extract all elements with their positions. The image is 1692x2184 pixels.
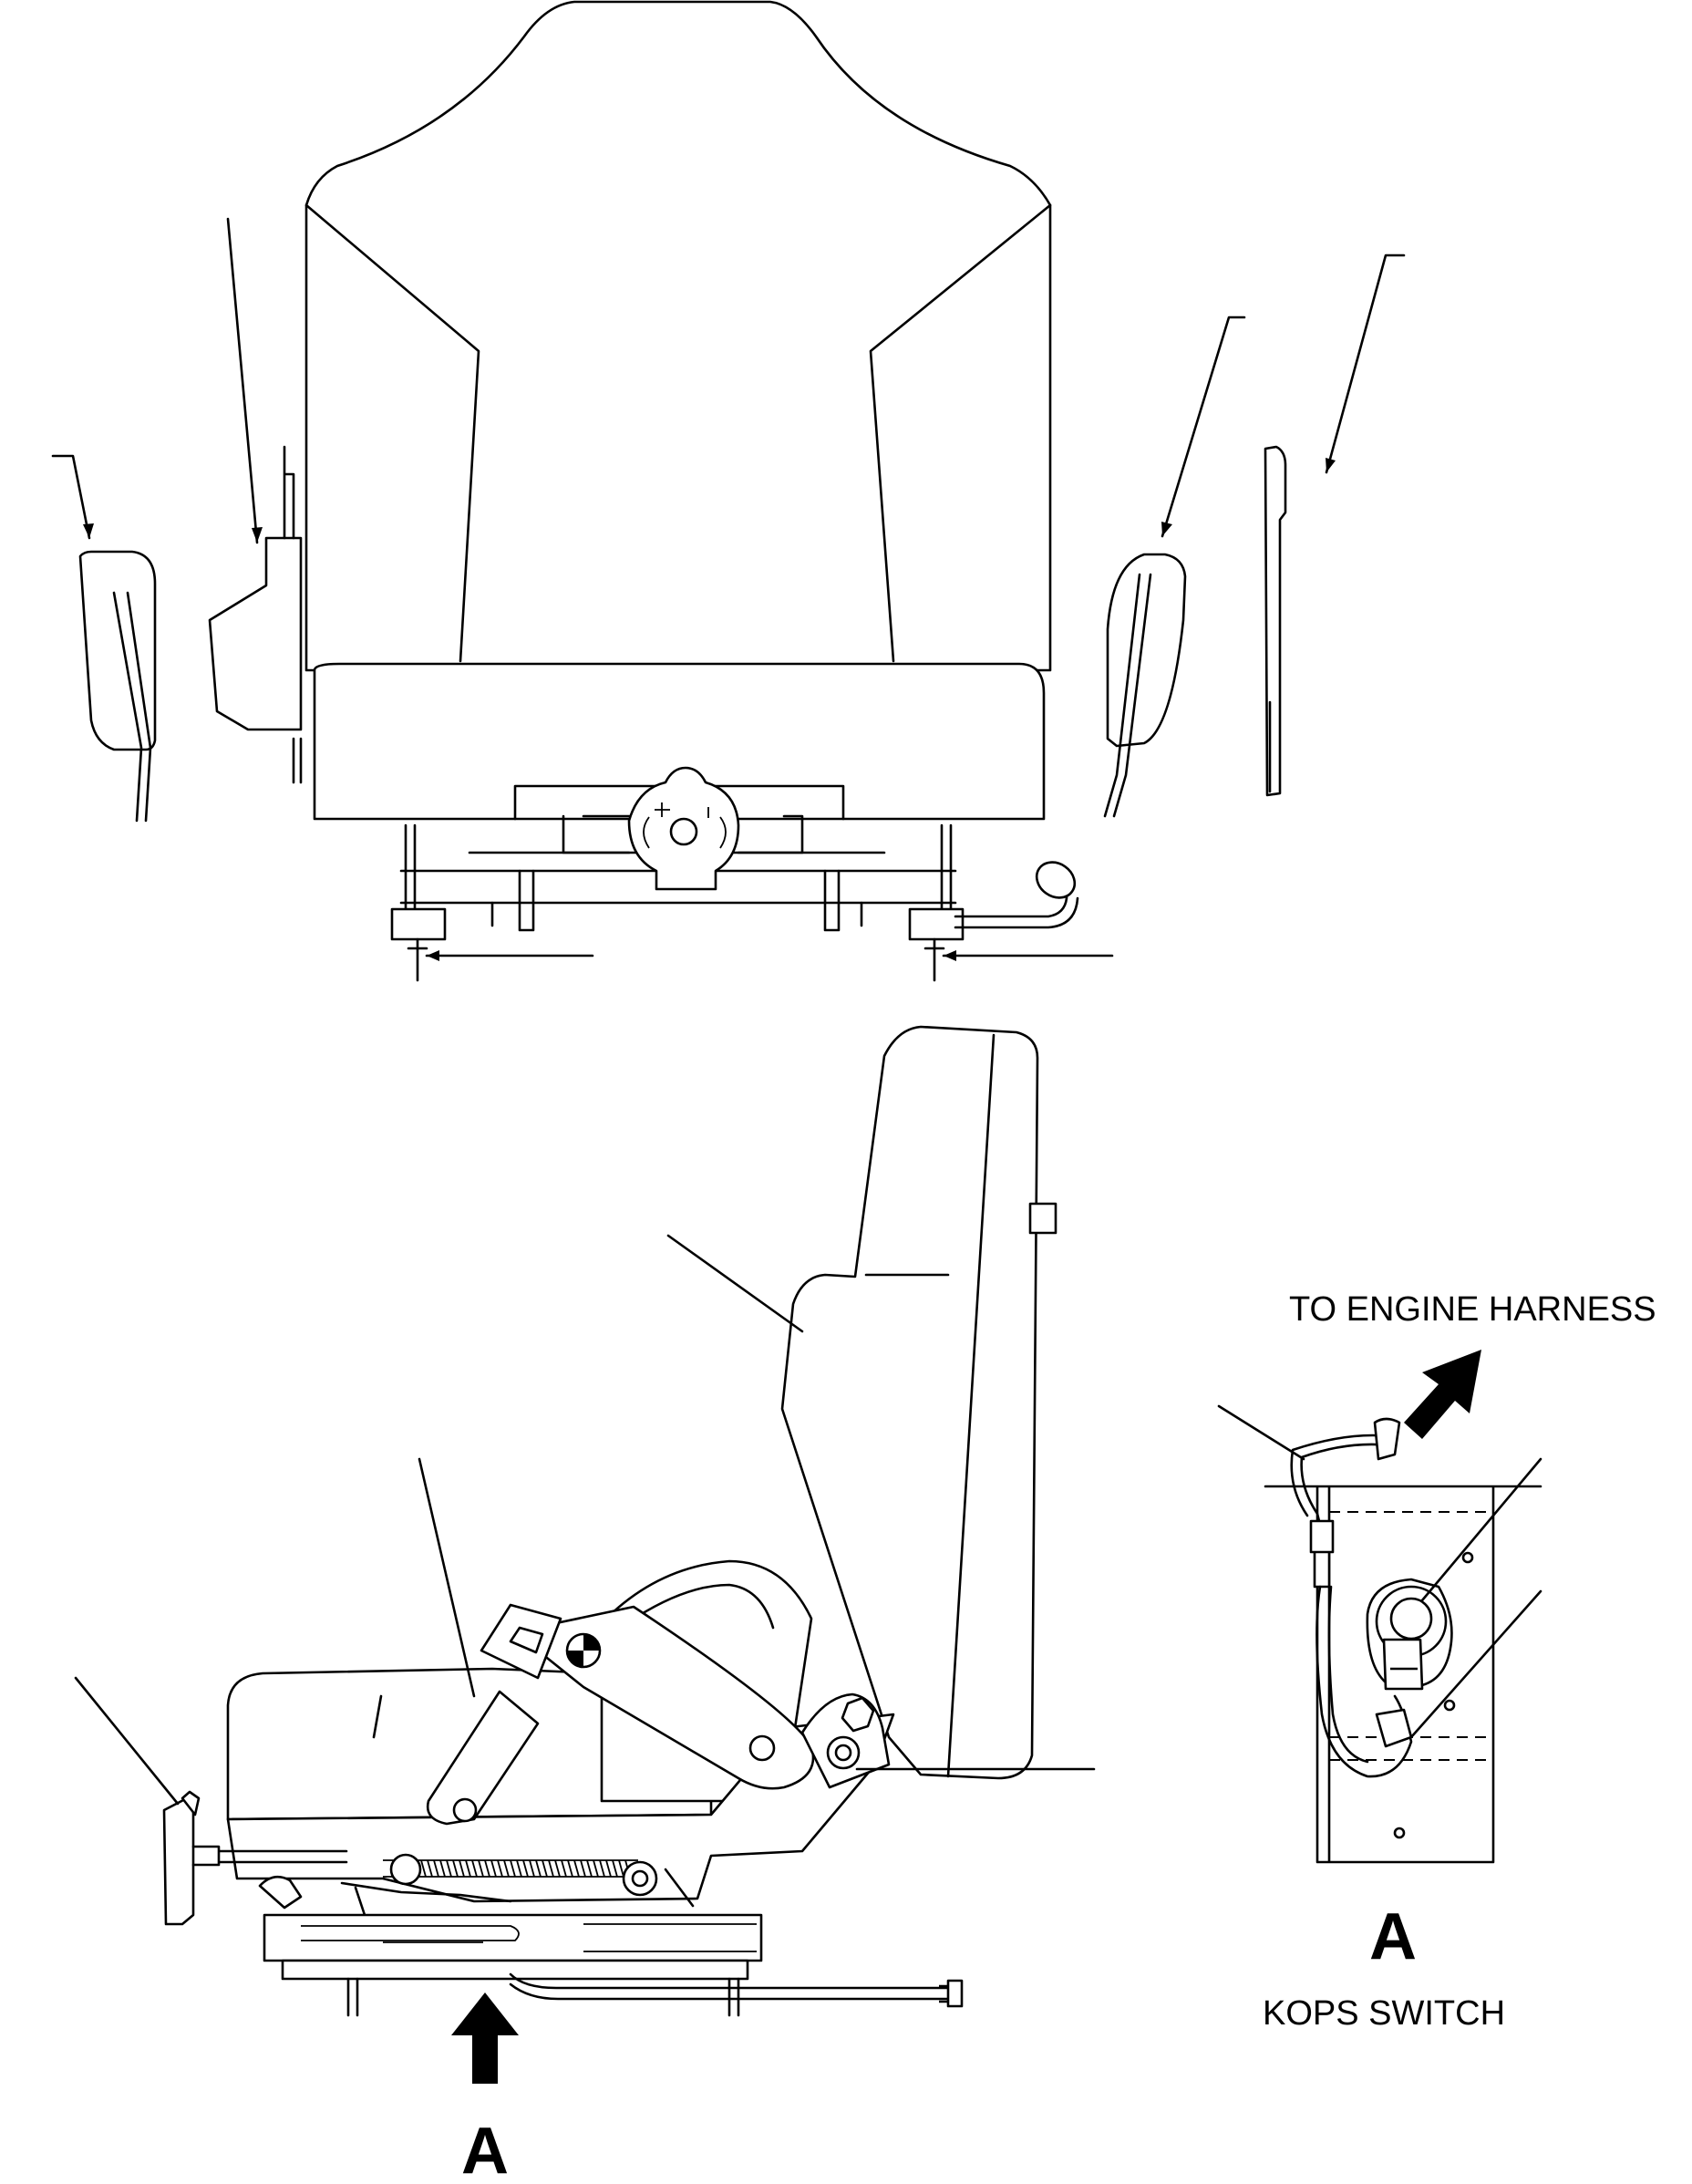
- kops-lead-boot: [1375, 1708, 1413, 1748]
- detail-plate-hole-bottom: [1393, 1827, 1406, 1839]
- side-kops-harness: [509, 1972, 950, 2001]
- detail-leader-lines: [1217, 1404, 1542, 1739]
- left-bracket-tab: [283, 445, 303, 784]
- right-side-panel: [1264, 445, 1287, 797]
- front-lever-grip: [1035, 861, 1077, 899]
- side-leader-lines: [74, 1234, 1096, 1806]
- side-front-knob-cap: [181, 1790, 201, 1817]
- view-arrow-a-letter: A: [461, 2115, 509, 2184]
- kops-switch-dial-inner: [1389, 1597, 1433, 1641]
- front-frame-brackets: [490, 869, 863, 932]
- front-knob-hub: [669, 817, 698, 846]
- front-backrest: [304, 0, 1052, 672]
- side-retractor-slot: [509, 1626, 544, 1654]
- view-arrow-a: [451, 1993, 519, 2084]
- kops-connector: [1309, 1519, 1335, 1589]
- side-hinge-nut: [841, 1696, 875, 1733]
- backrest-right-panel-seam: [869, 203, 1052, 663]
- to-engine-harness-arrow: [1404, 1350, 1481, 1439]
- kops-switch-plunger: [1382, 1638, 1424, 1691]
- to-engine-harness-label: TO ENGINE HARNESS: [1289, 1290, 1656, 1329]
- side-front-knob: [162, 1796, 195, 1926]
- side-slide-rail-upper: [263, 1913, 763, 1962]
- kops-harness-wire: [1290, 1434, 1392, 1534]
- kops-switch-detail: TO ENGINE HARNESS A KOPS SWITCH: [1217, 1290, 1656, 2033]
- right-armrest: [1106, 553, 1187, 748]
- right-armrest-bracket: [1103, 573, 1152, 818]
- front-knob-bracket: [562, 814, 804, 854]
- side-belt-anchor: [452, 1797, 478, 1823]
- side-backrest-seam: [864, 1033, 996, 1778]
- side-knob-shaft: [191, 1845, 348, 1867]
- side-spring-roller-left: [389, 1853, 422, 1886]
- detail-a-caption: KOPS SWITCH: [1263, 1994, 1505, 2033]
- side-tilt-housing-inner: [625, 1583, 775, 1630]
- detail-plate-hole-mid: [1443, 1699, 1456, 1712]
- side-backrest: [780, 1025, 1039, 1780]
- side-rail-studs: [346, 1977, 740, 2017]
- side-slide-rail-lower: [281, 1959, 749, 1981]
- front-slide-mount-left: [390, 907, 447, 941]
- side-rail-details: [301, 1923, 757, 1952]
- side-cushion-seam: [372, 1694, 383, 1739]
- backrest-left-panel-seam: [304, 203, 480, 663]
- front-slide-lever: [954, 887, 1079, 929]
- detail-plate-hole-top: [1461, 1551, 1474, 1564]
- front-slide-mount-right: [908, 907, 965, 941]
- detail-a-letter: A: [1369, 1900, 1417, 1973]
- left-armrest-bracket: [112, 591, 152, 823]
- front-seat-cushion: [313, 662, 1046, 821]
- front-mount-studs: [407, 937, 945, 982]
- side-hinge-pin-inner: [834, 1744, 852, 1762]
- front-leader-lines: [51, 217, 1406, 957]
- side-view: A: [74, 1025, 1096, 2184]
- left-seat-lever-bracket: [208, 536, 303, 731]
- side-belt-retractor: [480, 1603, 562, 1680]
- front-knob-marks: [643, 802, 727, 849]
- side-handle: [258, 1875, 303, 1910]
- side-backrest-tab: [1028, 1202, 1058, 1235]
- side-lower-linkage: [340, 1868, 695, 1917]
- side-harness-connector: [939, 1979, 964, 2008]
- side-indicator-dial-quarters: [567, 1634, 600, 1667]
- left-armrest: [78, 550, 157, 751]
- side-pivot-bolt: [748, 1734, 776, 1762]
- front-view: [51, 0, 1406, 982]
- side-spring-roller-right-hub: [631, 1869, 649, 1888]
- kops-wire-stub: [1373, 1417, 1401, 1461]
